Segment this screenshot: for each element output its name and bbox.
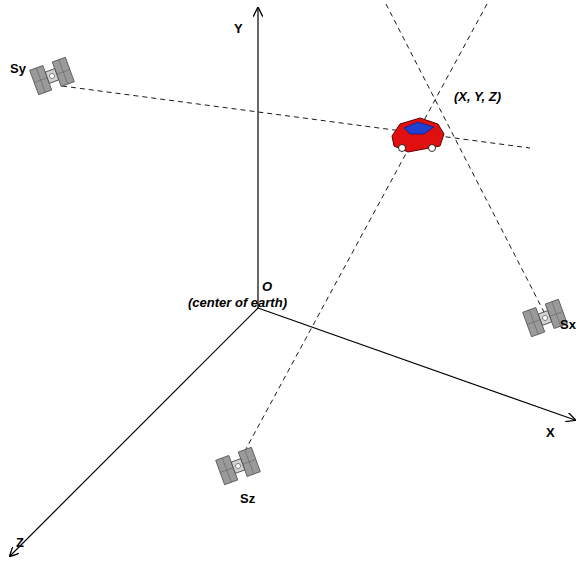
satellite-label: Sy [10, 62, 26, 76]
axis-label: X [546, 426, 555, 440]
axis-label: Y [234, 22, 243, 36]
origin-label: O [262, 280, 272, 294]
satellite [30, 57, 75, 94]
satellite-label: Sx [560, 318, 576, 332]
axis-label: Z [16, 536, 24, 550]
position-label: (X, Y, Z) [454, 90, 501, 104]
satellite-label: Sz [240, 492, 255, 506]
satellite [216, 447, 261, 484]
car [392, 118, 444, 152]
axes [10, 8, 575, 556]
origin-caption: (center of earth) [188, 296, 287, 310]
signal-lines [62, 4, 544, 460]
